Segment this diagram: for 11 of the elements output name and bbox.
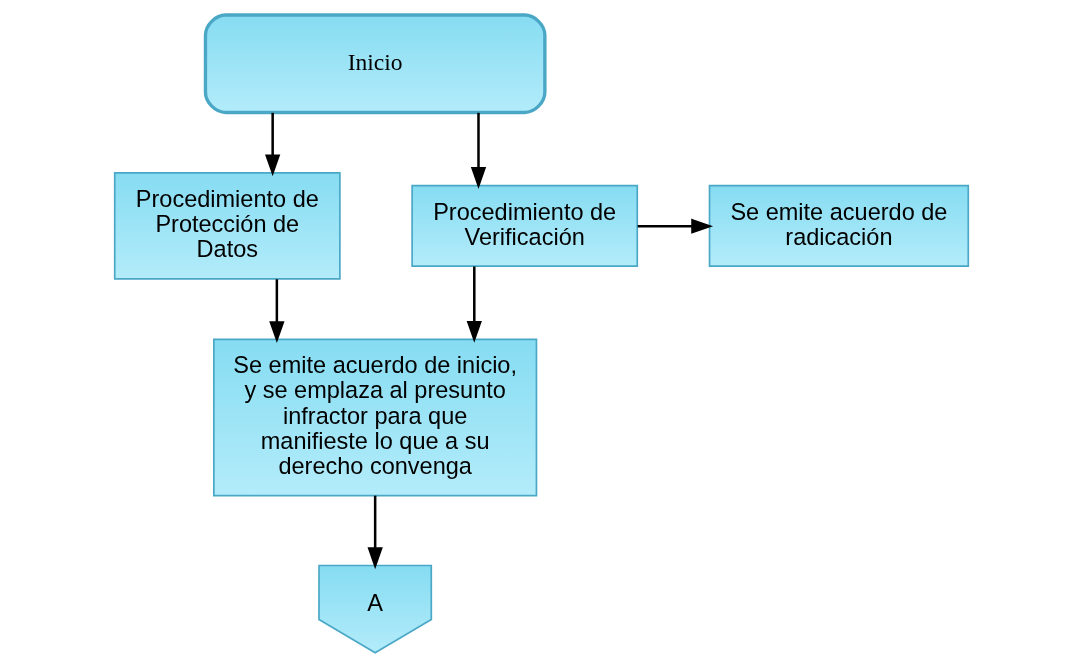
node-box: Se emite acuerdo de inicio, y se emplaza al presunto infractor para que manifieste lo que a su derecho convenga — [213, 338, 538, 497]
arrow — [637, 218, 714, 234]
arrow — [367, 495, 383, 570]
node-box: Se emite acuerdo de radicación — [708, 184, 970, 268]
arrow — [265, 112, 281, 177]
node-box: Procedimiento de Verificación — [411, 184, 639, 268]
arrow — [470, 112, 487, 189]
node-box: Inicio — [203, 13, 547, 115]
node-box: Procedimiento de Protección de Datos — [113, 172, 341, 280]
arrow — [269, 279, 285, 344]
arrow — [466, 266, 482, 343]
